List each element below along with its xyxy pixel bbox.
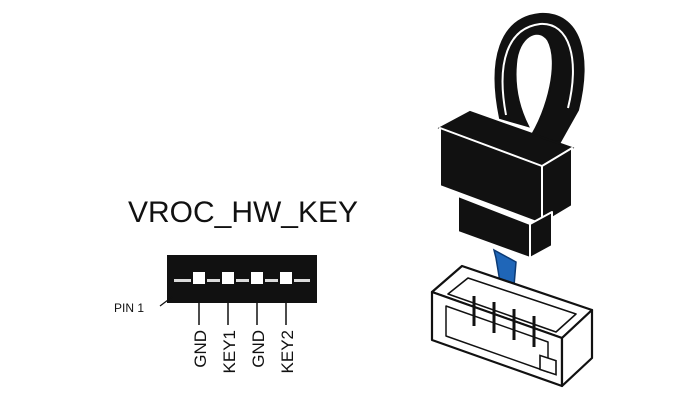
pin-square: [249, 270, 265, 286]
pin-label-gnd-1: GND: [191, 330, 210, 368]
pin-header-icon: [159, 255, 317, 325]
vroc-hardware-key-icon: [437, 12, 585, 259]
pin1-label: PIN 1: [114, 301, 144, 315]
pin-square: [278, 270, 294, 286]
pin-label-key2: KEY2: [278, 330, 297, 373]
pin-label-key1: KEY1: [220, 330, 239, 373]
header-title: VROC_HW_KEY: [128, 196, 358, 229]
pin-square: [191, 270, 207, 286]
pin-square: [220, 270, 236, 286]
socket-connector-icon: [430, 264, 594, 388]
pin-label-gnd-2: GND: [249, 330, 268, 368]
